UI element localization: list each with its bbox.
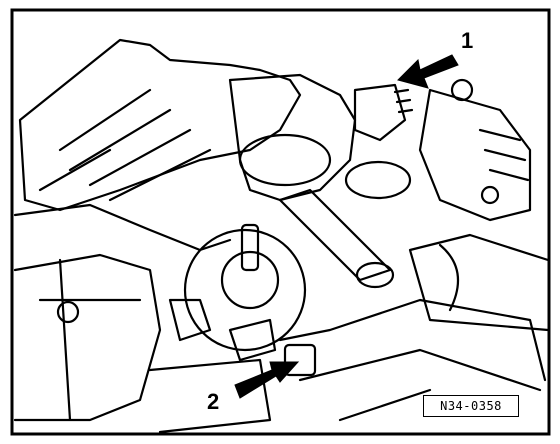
lower-left-cylinder <box>13 253 162 422</box>
callout-label-2: 2 <box>207 389 220 414</box>
mounting-flange <box>344 160 412 200</box>
callout-label-1: 1 <box>461 28 474 53</box>
cover-bracket <box>168 298 277 362</box>
reference-code-box: N34-0358 <box>423 395 519 417</box>
housing-ribs <box>38 88 212 202</box>
housing-lower-edge <box>13 203 232 252</box>
gearbox-housing <box>18 38 302 212</box>
right-cylinder <box>408 233 550 332</box>
valve-body <box>418 88 532 222</box>
lower-tube <box>148 358 272 434</box>
connector-pins <box>393 88 414 114</box>
shift-tower-top <box>238 133 332 187</box>
connector-body <box>353 83 407 142</box>
bolt-head-1 <box>450 78 474 102</box>
valve-fittings <box>478 128 530 182</box>
cover-stud <box>240 223 260 272</box>
shaft-end <box>355 261 395 289</box>
illustration-border <box>10 8 551 436</box>
callout-arrow-2 <box>234 361 300 399</box>
shift-housing <box>228 73 357 202</box>
cover-plate <box>183 228 307 352</box>
lower-bolt <box>56 300 80 324</box>
selector-shaft <box>278 188 392 282</box>
cover-boss <box>220 250 280 310</box>
callout-arrow-1 <box>397 54 459 89</box>
bolt-head-2 <box>480 185 500 205</box>
linkage-clamp <box>283 343 317 377</box>
shift-linkage <box>278 298 547 422</box>
